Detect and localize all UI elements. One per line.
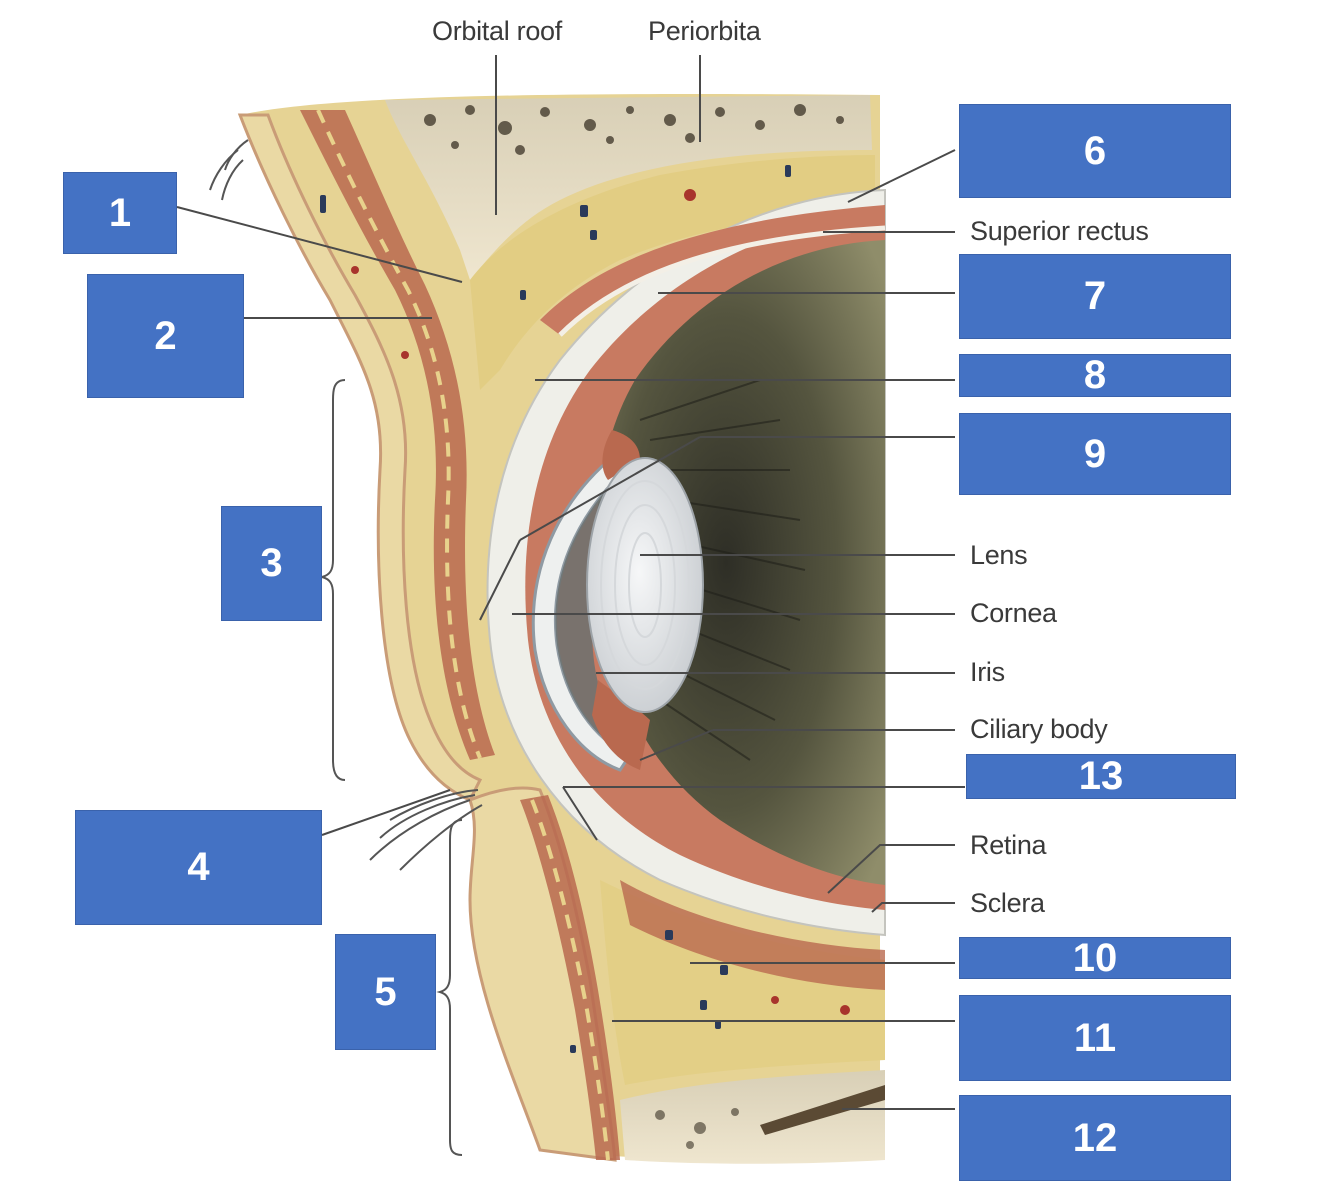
box-number: 3 xyxy=(260,541,283,585)
box-number: 4 xyxy=(187,845,210,889)
answer-box-13: 13 xyxy=(966,754,1236,799)
label-lens: Lens xyxy=(970,540,1028,570)
answer-box-10: 10 xyxy=(959,935,1231,980)
eyelashes xyxy=(209,139,483,871)
orbital-roof-bone xyxy=(385,95,872,280)
answer-box-6: 6 xyxy=(959,104,1231,198)
label-cornea: Cornea xyxy=(970,598,1057,628)
vitreous-body xyxy=(596,240,885,885)
answer-box-7: 7 xyxy=(959,254,1231,339)
box-number: 7 xyxy=(1083,274,1107,318)
answer-box-12: 12 xyxy=(959,1095,1231,1181)
superior-rectus xyxy=(540,205,885,335)
iris-ciliary-lower xyxy=(592,680,650,770)
box-number: 13 xyxy=(1078,754,1124,798)
answer-box-2: 2 xyxy=(87,274,244,398)
label-ciliary-body: Ciliary body xyxy=(970,714,1108,744)
answer-box-5: 5 xyxy=(335,934,436,1050)
answer-box-1: 1 xyxy=(63,172,177,254)
anterior-chamber xyxy=(555,470,630,755)
floor-trabeculae xyxy=(655,1108,739,1149)
bracket-lower-eyelid xyxy=(436,819,463,1156)
lens xyxy=(586,457,704,713)
box-number: 10 xyxy=(1072,935,1118,980)
bracket-upper-eyelid xyxy=(321,379,346,781)
answer-box-11: 11 xyxy=(959,995,1231,1081)
bone-trabeculae xyxy=(424,104,844,155)
label-periorbita: Periorbita xyxy=(648,16,761,46)
box-number: 9 xyxy=(1083,431,1107,476)
iris-ciliary-upper xyxy=(602,430,640,480)
label-superior-rectus: Superior rectus xyxy=(970,216,1149,246)
label-iris: Iris xyxy=(970,657,1005,687)
box-number: 1 xyxy=(108,190,132,235)
box-number: 8 xyxy=(1083,353,1107,397)
label-sclera: Sclera xyxy=(970,888,1045,918)
orbital-floor-bone xyxy=(620,1070,885,1164)
answer-box-4: 4 xyxy=(75,810,322,925)
label-retina: Retina xyxy=(970,830,1047,860)
box-number: 12 xyxy=(1072,1115,1118,1160)
leader-lines xyxy=(176,55,965,1110)
answer-box-3: 3 xyxy=(221,506,322,621)
label-orbital-roof: Orbital roof xyxy=(432,16,562,46)
box-number: 11 xyxy=(1073,1015,1117,1060)
box-number: 5 xyxy=(374,969,397,1014)
orbicularis-upper xyxy=(300,110,495,760)
box-number: 6 xyxy=(1083,128,1107,173)
box-number: 2 xyxy=(154,313,177,358)
answer-box-8: 8 xyxy=(959,353,1231,397)
answer-box-9: 9 xyxy=(959,413,1231,495)
